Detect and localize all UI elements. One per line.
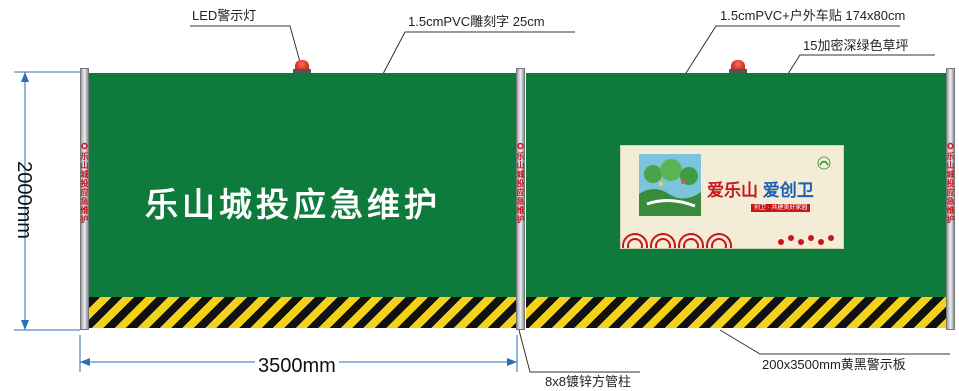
callout-pvc-sticker: 1.5cmPVC+户外车贴 174x80cm	[720, 8, 906, 23]
sticker-illustration	[639, 154, 701, 216]
promo-sticker: 爱乐山 爱创卫 创卫 · 共建美好家园	[620, 145, 844, 249]
slogan-part1: 爱乐山	[707, 181, 758, 200]
post-text-right: 乐山城投应急维护	[946, 152, 955, 224]
post-left	[80, 68, 89, 330]
led-lamp-left	[295, 60, 309, 70]
warning-board-left	[89, 297, 516, 328]
sticker-auspicious-clouds	[622, 233, 834, 248]
callout-led: LED警示灯	[192, 8, 257, 23]
dimension-width: 3500mm	[255, 356, 339, 376]
dimension-height: 2000mm	[13, 161, 35, 239]
sticker-slogan: 爱乐山 爱创卫	[707, 182, 814, 199]
callout-warning-board: 200x3500mm黄黑警示板	[762, 357, 906, 372]
lamp-base-left	[293, 69, 311, 73]
post-middle	[516, 68, 525, 330]
post-text-left: 乐山城投应急维护	[80, 152, 89, 224]
sticker-logo-icon	[817, 156, 831, 170]
sticker-subtitle: 创卫 · 共建美好家园	[751, 204, 811, 212]
slogan-part2: 爱创卫	[762, 181, 814, 200]
post-text-middle: 乐山城投应急维护	[516, 152, 525, 224]
panel-left	[89, 73, 516, 297]
lamp-base-right	[729, 69, 747, 73]
post-right	[946, 68, 955, 330]
callout-pvc-text: 1.5cmPVC雕刻字 25cm	[408, 14, 545, 29]
callout-turf: 15加密深绿色草坪	[803, 38, 909, 53]
warning-board-right	[526, 297, 946, 328]
led-lamp-right	[731, 60, 745, 70]
callout-post: 8x8镀锌方管柱	[545, 374, 631, 389]
panel-title: 乐山城投应急维护	[145, 186, 441, 223]
